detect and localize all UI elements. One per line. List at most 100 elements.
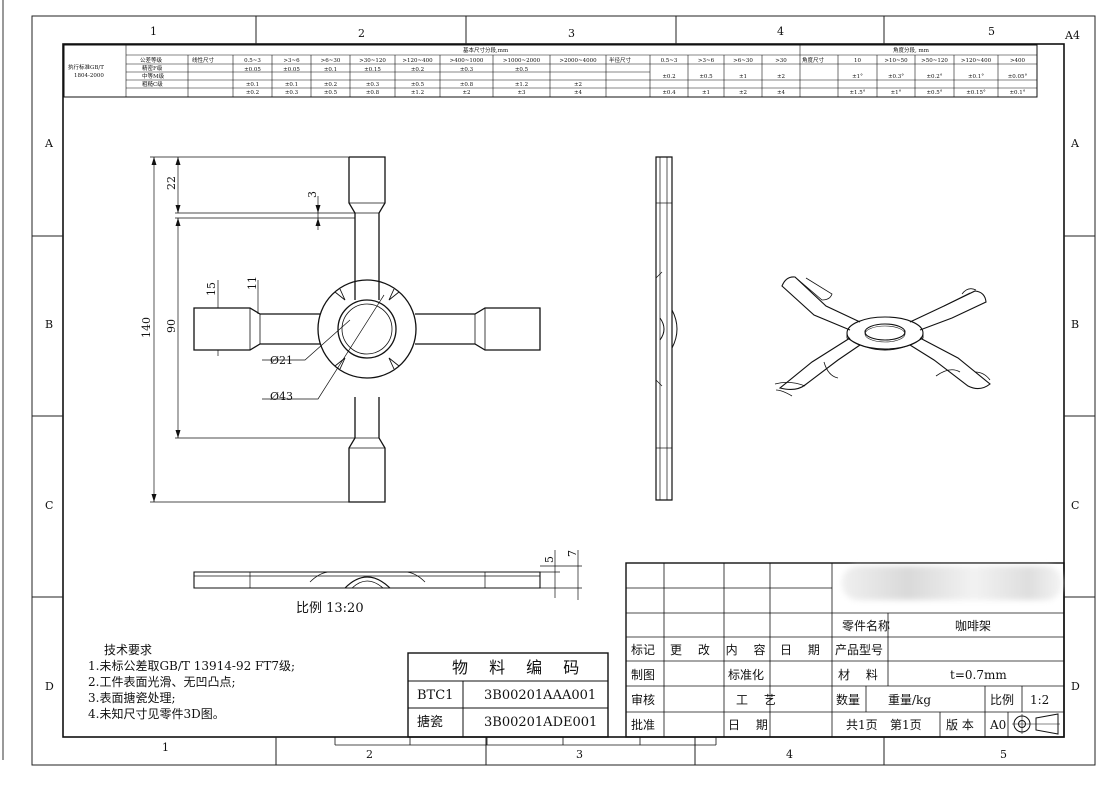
tb-version: A0: [989, 718, 1006, 732]
tol-cell: ±0.5°: [926, 90, 942, 96]
tol-cell: >3~6: [698, 58, 715, 64]
zone-col-3-bottom: 3: [576, 748, 583, 761]
zone-col-2-bottom: 2: [366, 748, 373, 761]
tol-standard: 执行标准GB/T: [68, 63, 104, 71]
tol-grade-f: 精密F级: [142, 64, 163, 72]
tol-cell: ±0.2: [662, 74, 675, 80]
tolerance-table: 0.5~3±0.05±0.1±0.2>3~6±0.05±0.1±0.3>6~30…: [63, 44, 1038, 98]
tol-cell: ±0.3°: [888, 74, 904, 80]
tol-cell: ±1.2: [411, 90, 424, 96]
zone-row-d-right: D: [1071, 680, 1080, 693]
tol-cell: ±0.2: [246, 90, 259, 96]
tol-cell: 10: [854, 58, 861, 64]
tol-cell: ±0.05: [283, 67, 300, 73]
tol-grade-c: 粗糙C级: [142, 80, 163, 88]
zone-row-b: B: [45, 318, 53, 331]
tol-cell: ±4: [777, 90, 786, 96]
tb-page: 第1页: [890, 718, 922, 732]
requirement-3: 3.表面搪瓷处理;: [88, 691, 176, 705]
tol-cell: 0.5~3: [661, 58, 678, 64]
tol-cell: >120~400: [961, 58, 992, 64]
tol-cell: >10~50: [884, 58, 908, 64]
tol-cell: ±0.3: [366, 82, 380, 88]
dim-5: 5: [543, 556, 556, 563]
zone-col-4-bottom: 4: [786, 748, 793, 761]
tol-cell: ±0.1: [246, 82, 259, 88]
zone-col-1-bottom: 1: [162, 741, 169, 754]
dim-dia-43: Ø43: [270, 390, 293, 403]
tb-weight: 重量/kg: [888, 693, 931, 707]
tol-cell: ±0.1: [324, 67, 337, 73]
tol-cell: ±0.1: [285, 82, 298, 88]
dimension-lines: [150, 156, 385, 503]
tol-cell: ±0.5: [411, 82, 425, 88]
tb-version-label: 版 本: [946, 718, 974, 732]
tol-cell: ±0.2: [324, 82, 337, 88]
zone-col-5-bottom: 5: [1000, 748, 1007, 761]
zone-row-d: D: [45, 680, 54, 693]
tol-cell: ±0.5: [699, 74, 713, 80]
tol-cell: >30~120: [359, 58, 386, 64]
dim-140: 140: [140, 317, 153, 338]
tol-cell: ±0.3: [285, 90, 299, 96]
dim-3: 3: [306, 191, 319, 198]
tol-cell: ±2: [739, 90, 747, 96]
requirement-2: 2.工件表面光滑、无凹凸点;: [88, 675, 236, 689]
tb-date-2: 日 期: [728, 718, 774, 732]
dim-7: 7: [566, 550, 579, 557]
dim-22: 22: [165, 176, 178, 190]
tol-cell: ±3: [517, 90, 526, 96]
tol-cell: ±0.2: [411, 67, 424, 73]
dim-11: 11: [246, 276, 259, 290]
tol-cell: >400~1000: [450, 58, 484, 64]
front-view: [193, 156, 541, 503]
tb-standardize: 标准化: [728, 668, 764, 682]
tol-basic-header: 基本尺寸分段,mm: [463, 46, 509, 54]
tol-cell: >30: [775, 58, 787, 64]
tb-part-name-label: 零件名称: [842, 618, 890, 633]
tb-part-name: 咖啡架: [955, 618, 991, 633]
tol-angle-header: 角度尺寸: [802, 56, 825, 64]
tb-approve: 批准: [631, 717, 655, 732]
tol-cell: >2000~4000: [559, 58, 597, 64]
requirement-1: 1.未标公差取GB/T 13914-92 FT7级;: [88, 659, 296, 673]
tb-scale-label: 比例: [990, 693, 1014, 707]
tb-material: t=0.7mm: [950, 668, 1007, 682]
tol-cell: ±0.2°: [926, 74, 942, 80]
tol-cell: >6~30: [321, 58, 341, 64]
material-code-label-2: 搪瓷: [417, 714, 443, 730]
dim-15: 15: [205, 282, 218, 296]
title-block: [625, 562, 1065, 738]
material-code-label-1: BTC1: [417, 688, 453, 703]
view-scale-note: 比例 13:20: [296, 601, 364, 616]
zone-row-a: A: [44, 137, 54, 150]
tol-cell: ±2: [462, 90, 470, 96]
tol-cell: ±1: [702, 90, 710, 96]
tol-cell: ±0.8: [460, 82, 474, 88]
zone-col-4: 4: [777, 25, 784, 38]
zone-col-2: 2: [358, 27, 365, 40]
tol-cell: ±0.5: [515, 67, 529, 73]
tb-pages: 共1页: [846, 718, 878, 732]
tol-cell: ±0.5: [324, 90, 338, 96]
inner-frame: [62, 43, 1065, 738]
bottom-view: [193, 550, 582, 600]
side-view: [655, 156, 678, 501]
redacted-company-logo: [842, 566, 1062, 600]
tol-radius-header: 半径尺寸: [609, 56, 632, 64]
tb-product-model: 产品型号: [835, 643, 883, 657]
tol-cell: ±0.15: [364, 67, 381, 73]
dim-90: 90: [165, 319, 178, 333]
tol-grade-m: 中等M级: [142, 72, 165, 80]
tol-cell: ±0.3: [460, 67, 474, 73]
tol-cell: >3~6: [283, 58, 300, 64]
tb-qty: 数量: [836, 692, 860, 707]
tol-cell: >1000~2000: [503, 58, 541, 64]
tol-cell: ±0.15°: [966, 90, 986, 96]
tol-cell: ±0.8: [366, 90, 380, 96]
tb-drawn: 制图: [631, 668, 655, 682]
dim-dia-21: Ø21: [270, 354, 293, 367]
material-code-title: 物 料 编 码: [452, 658, 587, 677]
zone-row-a-right: A: [1070, 137, 1080, 150]
tb-process: 工 艺: [736, 693, 782, 707]
